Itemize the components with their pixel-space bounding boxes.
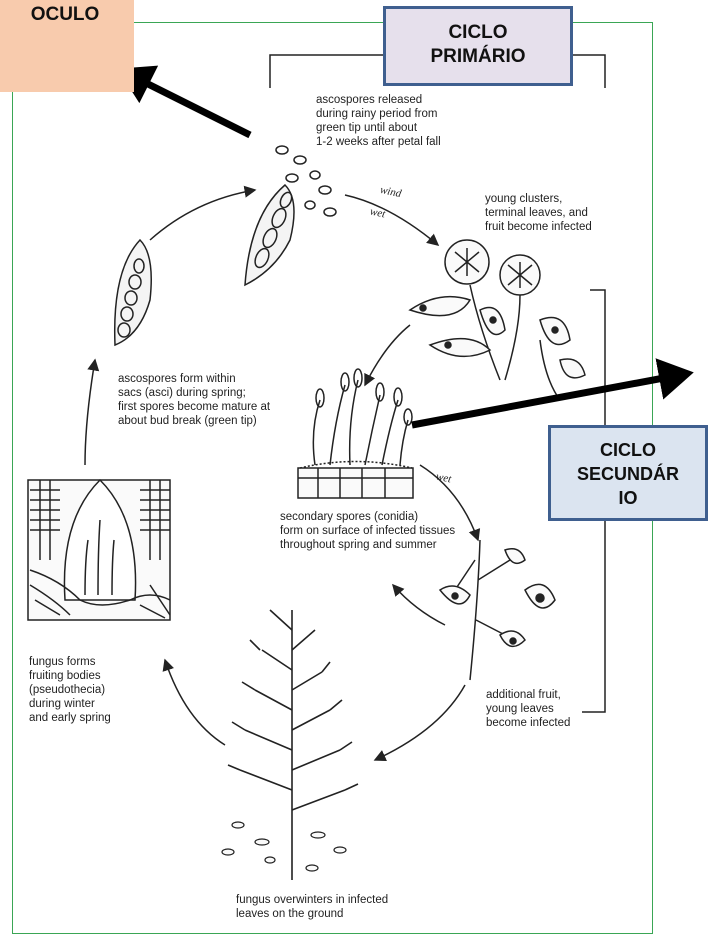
label-fungus-overwinters: fungus overwinters in infected leaves on… bbox=[236, 893, 388, 921]
ciclo-secundario-line2: SECUNDÁR bbox=[551, 462, 705, 486]
arrow-to-overwinter bbox=[375, 685, 465, 760]
ciclo-primario-line2: PRIMÁRIO bbox=[386, 45, 570, 69]
label-secondary-spores: secondary spores (conidia) form on surfa… bbox=[280, 510, 455, 552]
ciclo-secundario-box: CICLO SECUNDÁR IO bbox=[548, 425, 708, 521]
arrow-back-to-conidia bbox=[393, 585, 445, 625]
ciclo-secundario-line3: IO bbox=[551, 486, 705, 510]
label-fungus-forms: fungus forms fruiting bodies (pseudothec… bbox=[29, 655, 111, 725]
ciclo-secundario-line1: CICLO bbox=[551, 438, 705, 462]
oculo-label: OCULO bbox=[31, 4, 100, 25]
additional-fruit-drawing bbox=[440, 540, 555, 680]
ciclo-primario-line1: CICLO bbox=[386, 21, 570, 45]
ciclo-primario-box: CICLO PRIMÁRIO bbox=[383, 6, 573, 86]
ascus-drawing bbox=[115, 240, 152, 345]
pseudothecium-drawing bbox=[28, 480, 170, 620]
label-additional-fruit: additional fruit, young leaves become in… bbox=[486, 688, 570, 730]
arrow-to-release bbox=[150, 190, 255, 240]
oculo-box: OCULO bbox=[0, 0, 134, 92]
label-ascospores-form: ascospores form within sacs (asci) durin… bbox=[118, 372, 270, 428]
ground-leaves-drawing bbox=[222, 822, 346, 871]
bold-arrow-to-oculo bbox=[130, 75, 250, 135]
ascus-release-drawing bbox=[245, 146, 336, 285]
conidia-drawing bbox=[298, 369, 413, 498]
label-ascospores-released: ascospores released during rainy period … bbox=[316, 93, 441, 149]
arrow-to-asci bbox=[85, 360, 95, 465]
arrow-to-conidia bbox=[365, 325, 410, 385]
bare-tree-drawing bbox=[228, 610, 358, 880]
arrow-to-young-clusters bbox=[345, 195, 438, 245]
arrow-to-fruiting-bodies bbox=[165, 660, 225, 745]
young-clusters-drawing bbox=[410, 240, 585, 400]
label-young-clusters: young clusters, terminal leaves, and fru… bbox=[485, 192, 592, 234]
bold-arrow-to-secundario bbox=[412, 375, 680, 425]
